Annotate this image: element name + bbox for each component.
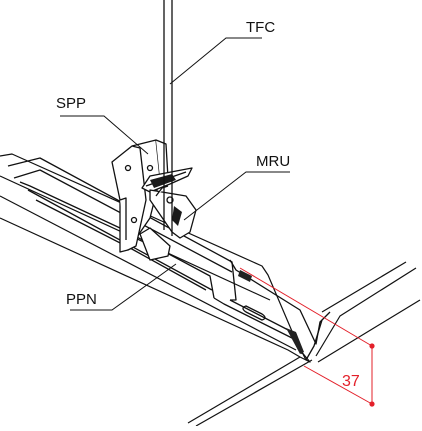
spp-leader bbox=[60, 115, 149, 155]
label-mru: MRU bbox=[256, 153, 290, 170]
label-ppn: PPN bbox=[66, 291, 97, 308]
dimension-37 bbox=[239, 267, 373, 405]
ppn-profile bbox=[7, 157, 331, 361]
tfc-leader bbox=[169, 37, 262, 85]
dimension-extension-top bbox=[239, 267, 373, 347]
dimension-extension-bottom bbox=[303, 365, 373, 405]
profile-slot bbox=[242, 305, 266, 321]
tfc-rod bbox=[163, 0, 173, 236]
mru-leader bbox=[183, 171, 290, 221]
leader-lines bbox=[60, 37, 290, 311]
dimension-value: 37 bbox=[342, 373, 360, 390]
dimension-tick-top bbox=[369, 343, 375, 349]
profile-shading bbox=[238, 270, 304, 354]
clip-shading bbox=[150, 174, 182, 226]
dimension-ticks bbox=[369, 343, 375, 407]
dimension-tick-bottom bbox=[369, 401, 375, 407]
label-spp: SPP bbox=[56, 95, 86, 112]
spp-bracket bbox=[111, 139, 169, 253]
ppn-leader bbox=[70, 263, 177, 311]
label-tfc: TFC bbox=[246, 19, 275, 36]
